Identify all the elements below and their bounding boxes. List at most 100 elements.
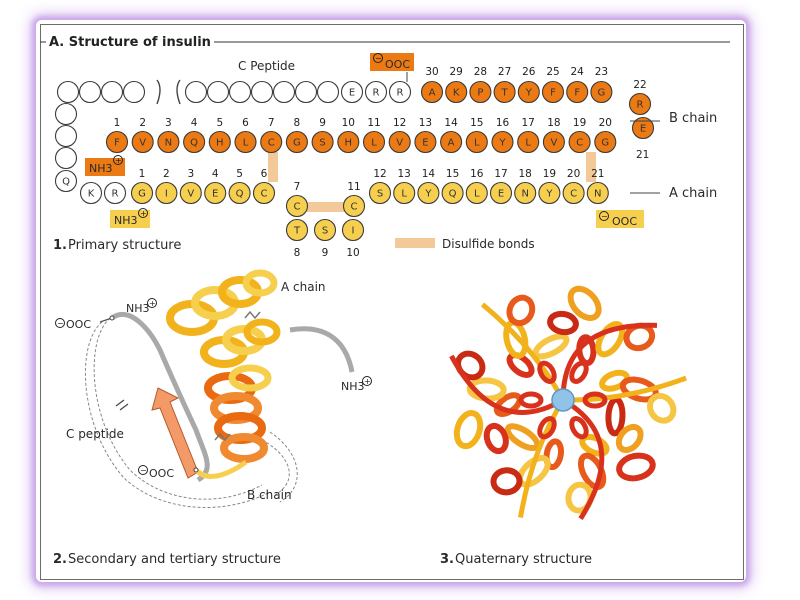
disulfide-legend: Disulfide bonds bbox=[442, 237, 535, 251]
b-chain-position-number: 25 bbox=[546, 66, 559, 78]
b-chain-n-terminus-box bbox=[85, 158, 125, 176]
a-chain-residue: Q5 bbox=[228, 168, 251, 205]
a-chain-residue-letter: C bbox=[351, 202, 358, 213]
hexamer-helix bbox=[582, 391, 608, 409]
b-chain-position-number: 1 bbox=[114, 117, 121, 129]
b-chain-residue-letter: T bbox=[501, 88, 509, 99]
nh3-right-label: NH3 bbox=[341, 380, 365, 393]
c-peptide-residue bbox=[294, 80, 318, 104]
figure-panel bbox=[40, 24, 744, 580]
a-chain-residue-letter: N bbox=[521, 189, 528, 200]
svg-text:+: + bbox=[149, 299, 156, 308]
b-chain-residue-letter: F bbox=[550, 88, 556, 99]
hexamer-helix bbox=[543, 438, 564, 471]
svg-text:−: − bbox=[57, 319, 64, 328]
hexamer-strand bbox=[560, 322, 658, 401]
a-chain-residue-letter: L bbox=[474, 189, 480, 200]
c-peptide-residue-r-letter: R bbox=[397, 88, 404, 99]
c-peptide-residue bbox=[250, 80, 274, 104]
b-chain-residue: G23 bbox=[590, 66, 613, 104]
a-chain-residue-letter: E bbox=[498, 189, 504, 200]
a-chain-n-terminus: NH3 bbox=[114, 214, 138, 227]
c-peptide-residue-r: R bbox=[388, 80, 412, 104]
b-chain-c-terminus-box bbox=[370, 53, 414, 71]
a-chain-residue-letter: C bbox=[570, 189, 577, 200]
a-chain-position-number: 6 bbox=[261, 168, 268, 180]
svg-text:−: − bbox=[601, 212, 608, 221]
a-chain-position-number: 9 bbox=[322, 247, 329, 259]
c-peptide-residue-r-letter: R bbox=[373, 88, 380, 99]
c-peptide-residue bbox=[54, 124, 78, 148]
b-chain-position-number: 3 bbox=[165, 117, 172, 129]
c-peptide-residue-q: Q bbox=[54, 169, 78, 193]
b-chain-residue-letter: N bbox=[165, 138, 172, 149]
a-chain-residue: G1 bbox=[130, 168, 154, 205]
a-chain-residue: Y19 bbox=[538, 168, 561, 205]
a-chain-residue-letter: S bbox=[377, 189, 383, 200]
a-chain-residue-letter: V bbox=[187, 189, 194, 200]
b-chain-residue: C7 bbox=[260, 117, 283, 154]
b-chain-position-number: 14 bbox=[444, 117, 458, 129]
c-peptide-residue bbox=[54, 146, 78, 170]
b-chain-position-number: 4 bbox=[191, 117, 198, 129]
a-chain-residue: S 12 bbox=[368, 168, 392, 205]
b-chain-residue-letter: Y bbox=[525, 88, 533, 99]
b-chain-residue: C19 bbox=[568, 117, 591, 154]
a-chain-residue-letter: L bbox=[401, 189, 407, 200]
b-chain-residue-letter: G bbox=[601, 138, 609, 149]
disulfide-b7-a7 bbox=[268, 152, 278, 182]
c-peptide-residue-r: R bbox=[103, 181, 127, 205]
a-chain-position-number: 12 bbox=[373, 168, 386, 180]
b-chain-residue-letter: Y bbox=[498, 138, 506, 149]
c-peptide-left-column: Q bbox=[54, 102, 78, 193]
b-chain-residue: H5 bbox=[208, 117, 231, 154]
a-chain-residue: I2 bbox=[155, 168, 178, 205]
c-peptide-label-3d: C peptide bbox=[66, 427, 124, 441]
a-chain-position-number: 3 bbox=[187, 168, 194, 180]
hexamer-helix bbox=[547, 310, 579, 336]
b-chain-residue-letter: K bbox=[453, 88, 460, 99]
a-chain-position-number: 19 bbox=[543, 168, 556, 180]
b-chain-residue-letter: V bbox=[396, 138, 403, 149]
c-peptide-residue-e-letter: E bbox=[349, 88, 355, 99]
a-chain-residue: Q15 bbox=[441, 168, 464, 205]
b-chain-residue-letter: F bbox=[114, 138, 120, 149]
b-chain-position-number: 10 bbox=[342, 117, 355, 129]
b-chain-residue-letter: Q bbox=[190, 138, 198, 149]
b-chain-residue: Y16 bbox=[491, 117, 514, 154]
nh3-top-label: NH3 bbox=[126, 302, 150, 315]
b-chain-position-number: 29 bbox=[450, 66, 463, 78]
b-chain-residue: G20 bbox=[594, 117, 617, 154]
hexamer-strand bbox=[561, 397, 605, 521]
c-peptide-residue-k-letter: K bbox=[88, 189, 95, 200]
b-chain-residue-letter: A bbox=[429, 88, 436, 99]
hexamer-helix bbox=[537, 360, 557, 384]
a-chain-residue: C6 bbox=[252, 168, 276, 205]
a-chain-position-number: 11 bbox=[347, 181, 360, 193]
b-chain-residue-letter: L bbox=[474, 138, 480, 149]
c-peptide-residue bbox=[54, 102, 78, 126]
b-chain-residue: V18 bbox=[542, 117, 565, 154]
hexamer-strand bbox=[480, 302, 566, 402]
b-chain-position-number: 28 bbox=[474, 66, 487, 78]
quaternary-caption: Quaternary structure bbox=[455, 552, 592, 567]
b-chain-position-number: 30 bbox=[425, 66, 438, 78]
hexamer-helix bbox=[605, 396, 626, 437]
hexamer-helix bbox=[532, 333, 570, 360]
b-chain-position-number: 19 bbox=[573, 117, 586, 129]
hexamer-helix bbox=[490, 467, 523, 496]
c-peptide-residue bbox=[122, 80, 146, 104]
a-chain-residue: Y14 bbox=[417, 168, 440, 205]
hexamer-strand bbox=[449, 354, 565, 415]
a-chain-residue: N18 bbox=[514, 168, 537, 205]
a-chain-residue-letter: S bbox=[322, 226, 328, 237]
a-chain-position-number: 13 bbox=[398, 168, 411, 180]
a-chain-residue-letter: Y bbox=[424, 189, 432, 200]
hexamer-helix bbox=[483, 422, 509, 455]
secondary-caption: Secondary and tertiary structure bbox=[68, 552, 281, 567]
b-chain-position-number: 11 bbox=[367, 117, 380, 129]
ooc-left-label: OOC bbox=[66, 318, 91, 331]
